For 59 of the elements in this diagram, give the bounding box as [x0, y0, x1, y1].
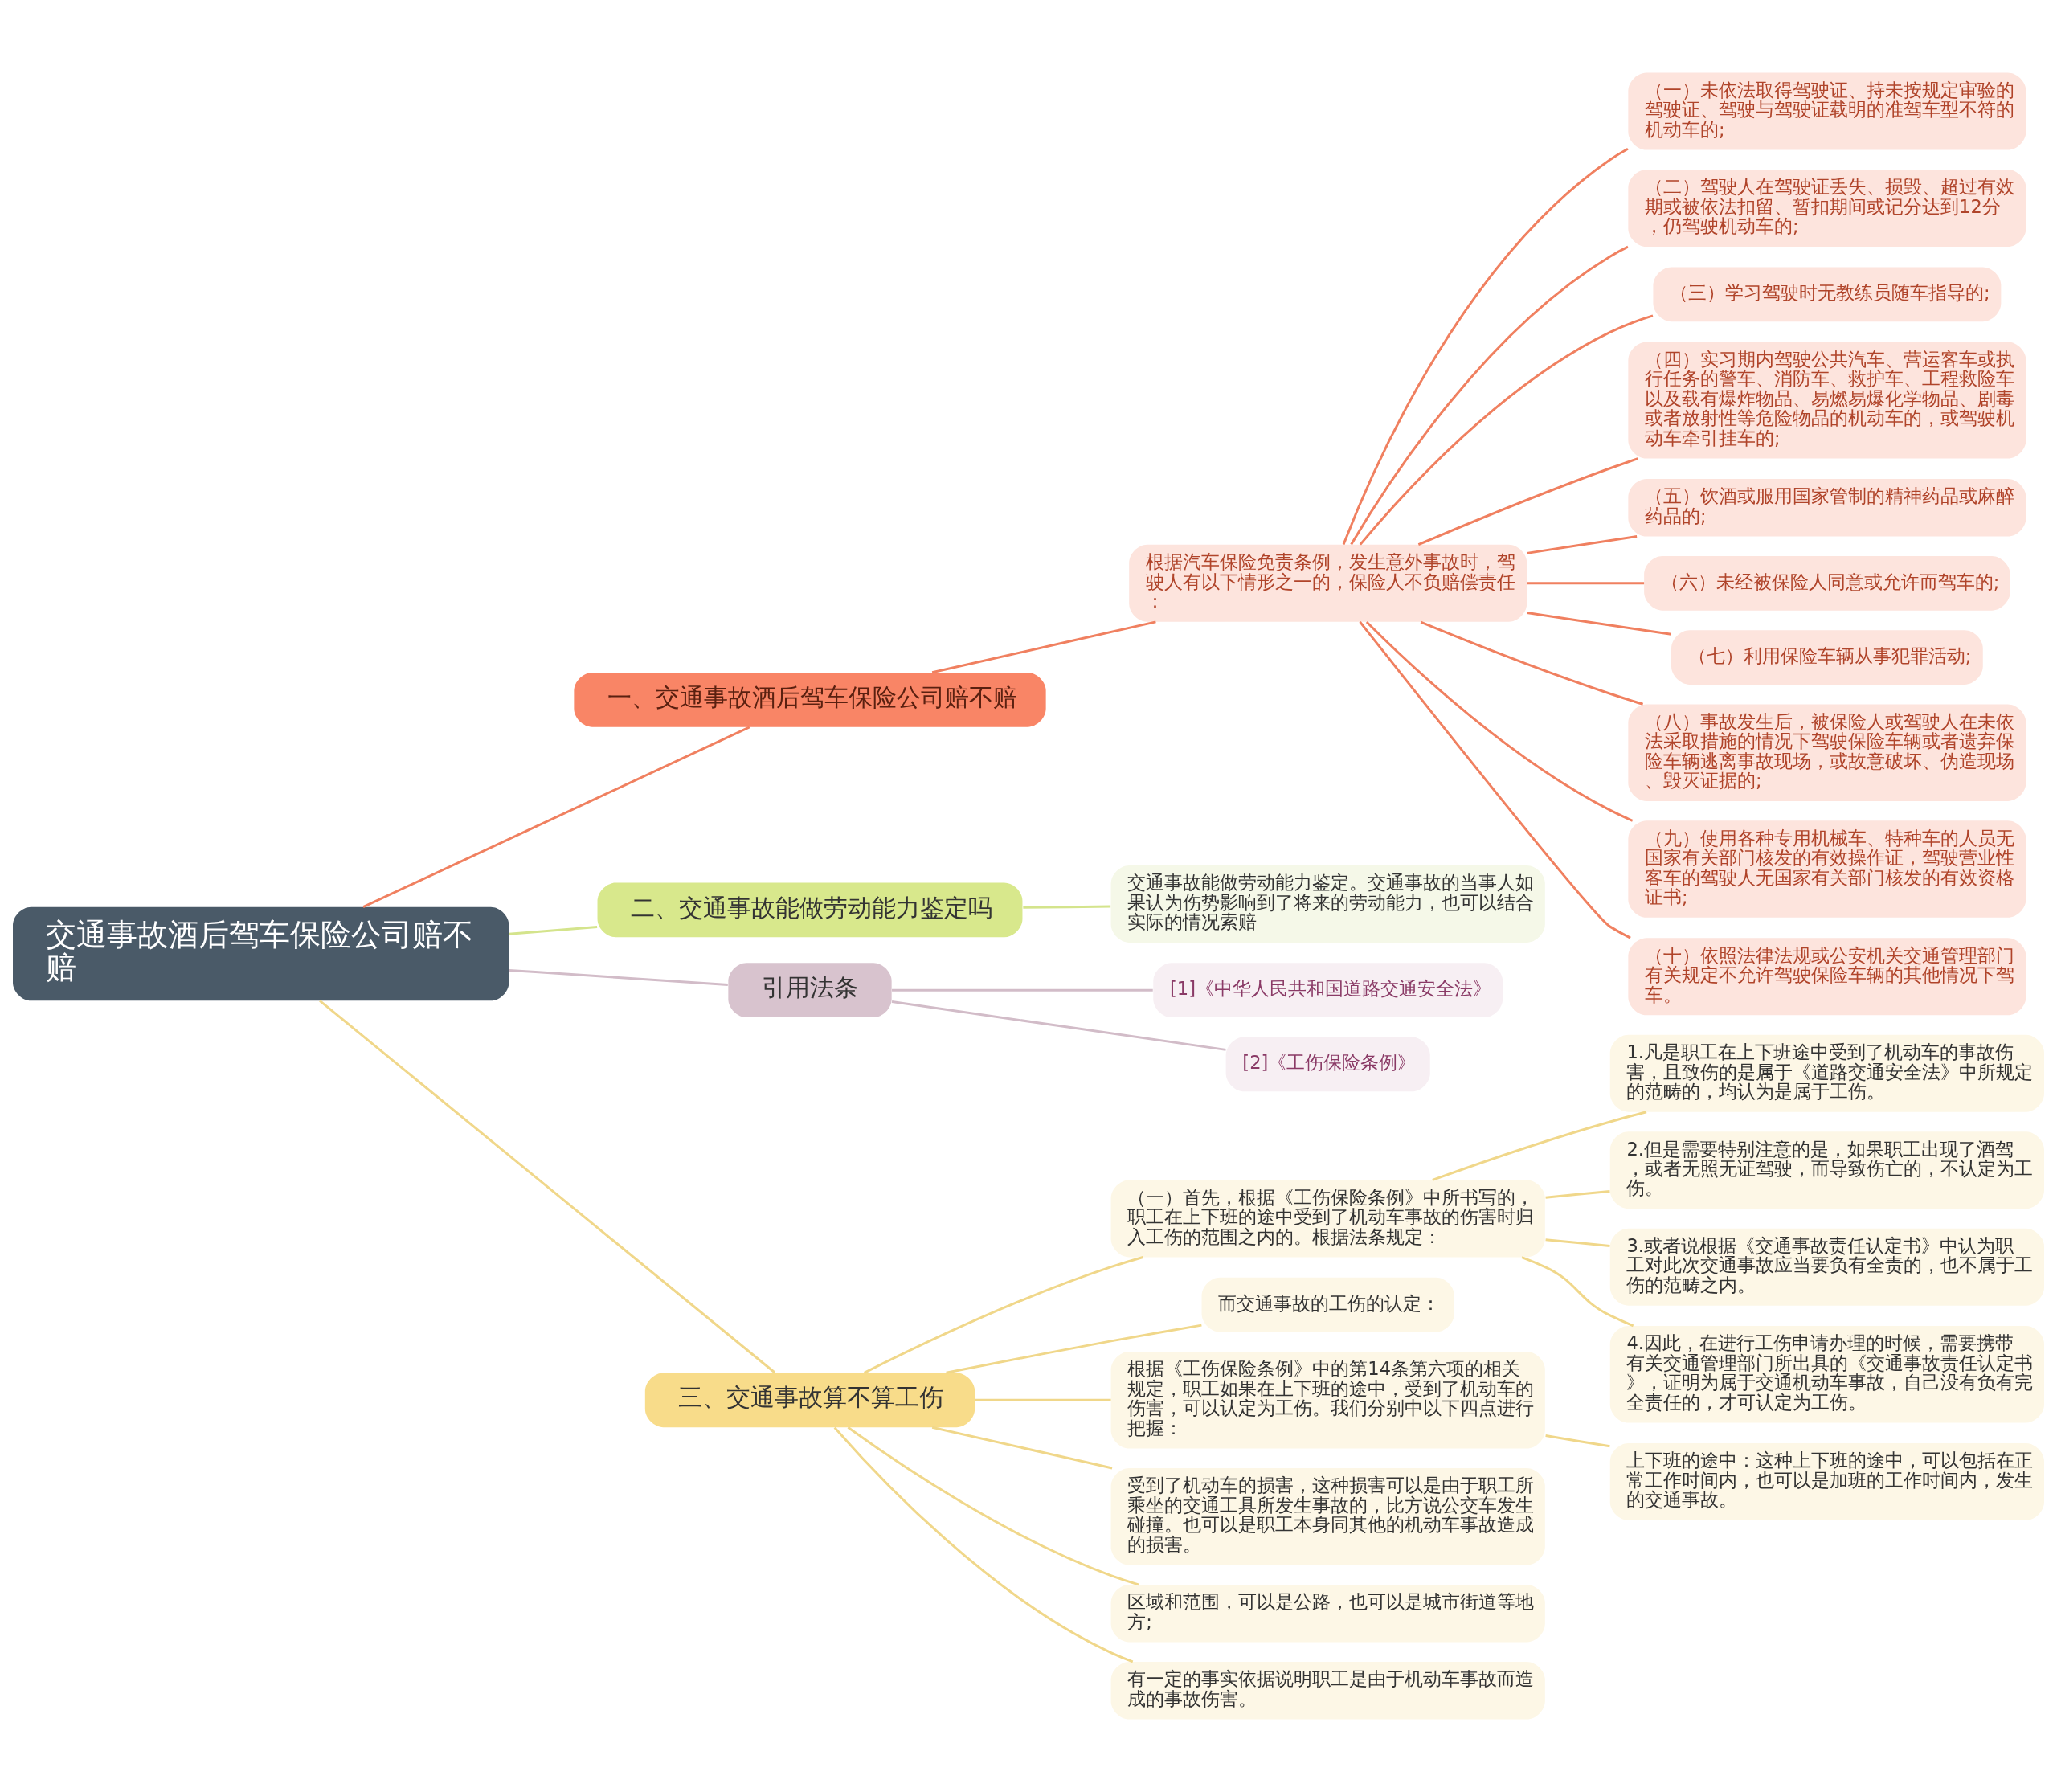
node-box: （二）驾驶人在驾驶证丢失、损毁、超过有效期或被依法扣留、暂扣期间或记分达到12分，仍驾驶机动车的;	[1628, 170, 2026, 247]
node-box: 区域和范围，可以是公路，也可以是城市街道等地方;	[1110, 1584, 1545, 1643]
connector	[1359, 621, 1631, 939]
node-box: （一）未依法取得驾驶证、持未按规定审验的驾驶证、驾驶与驾驶证载明的准驾车型不符的机动车的;	[1628, 72, 2026, 150]
node-box: 受到了机动车的损害，这种损害可以是由于职工所乘坐的交通工具所发生事故的，比方说公交车发生碰撞。也可以是职工本身同其他的机动车事故造成的损害。	[1110, 1468, 1545, 1565]
node-box: 2.但是需要特别注意的是，如果职工出现了酒驾，或者无照无证驾驶，而导致伤亡的，不认定为工伤。	[1609, 1131, 2044, 1209]
connector	[509, 926, 598, 935]
node-box: （一）首先，根据《工伤保险条例》中所书写的，职工在上下班的途中受到了机动车事故的伤害时归入工伤的范围之内的。根据法条规定：	[1110, 1180, 1545, 1258]
connector	[1342, 147, 1629, 546]
node-box: 交通事故能做劳动能力鉴定。交通事故的当事人如果认为伤势影响到了将来的劳动能力，也可以结合实际的情况索赔	[1110, 865, 1545, 943]
node-box: 二、交通事故能做劳动能力鉴定吗	[597, 882, 1023, 938]
node-box: [1]《中华人民共和国道路交通安全法》	[1153, 963, 1503, 1018]
connector	[931, 620, 1156, 674]
connector	[892, 988, 1153, 992]
connector	[1521, 1256, 1634, 1328]
connector	[1545, 1434, 1610, 1448]
connector	[931, 1426, 1113, 1470]
node-box: （四）实习期内驾驶公共汽车、营运客车或执行任务的警车、消防车、救护车、工程救险车以及载有爆炸物品、易燃易爆化学物品、剧毒或者放射性等危险物品的机动车的，或驾驶机动车牵引挂车的;	[1628, 342, 2026, 459]
connector	[362, 726, 750, 908]
node-box: 根据汽车保险免责条例，发生意外事故时，驾驶人有以下情形之一的，保险人不负赔偿责任：	[1129, 544, 1527, 622]
node-box: 交通事故酒后驾车保险公司赔不赔	[13, 906, 509, 1001]
node-box: 根据《工伤保险条例》中的第14条第六项的相关规定，职工如果在上下班的途中，受到了机动车的伤害，可以认定为工伤。我们分别中以下四点进行把握：	[1110, 1352, 1545, 1449]
connector	[891, 1000, 1226, 1051]
node-box: （八）事故发生后，被保险人或驾驶人在未依法采取措施的情况下驾驶保险车辆或者遗弃保险车辆逃离事故现场，或故意破坏、伪造现场、毁灭证据的;	[1628, 704, 2026, 801]
node-box: [2]《工伤保险条例》	[1225, 1037, 1430, 1092]
node-box: 4.因此，在进行工伤申请办理的时候，需要携带有关交通管理部门所出具的《交通事故责任认定书》，证明为属于交通机动车事故，自己没有负有完全责任的，才可认定为工伤。	[1609, 1326, 2044, 1423]
connector	[1527, 535, 1638, 554]
node-box: （三）学习驾驶时无教练员随车指导的;	[1653, 267, 2002, 322]
connector	[1545, 1189, 1610, 1199]
connector	[1023, 905, 1111, 909]
connector	[1527, 612, 1672, 636]
connector	[1420, 620, 1644, 706]
connector	[847, 1426, 1139, 1586]
connector	[1359, 314, 1654, 546]
connector	[833, 1426, 1134, 1663]
node-box: 引用法条	[728, 963, 892, 1018]
connector	[1527, 582, 1645, 585]
node-box: 而交通事故的工伤的认定：	[1201, 1277, 1454, 1332]
node-box: （七）利用保险车辆从事犯罪活动;	[1671, 630, 1983, 685]
node-box: （九）使用各种专用机械车、特种车的人员无国家有关部门核发的有效操作证，驾驶营业性客车的驾驶人无国家有关部门核发的有效资格证书;	[1628, 820, 2026, 918]
node-box: 3.或者说根据《交通事故责任认定书》中认为职工对此次交通事故应当要负有全责的，也不属于工伤的范畴之内。	[1609, 1228, 2044, 1306]
node-box: （六）未经被保险人同意或允许而驾车的;	[1644, 555, 2010, 611]
connector	[319, 1000, 776, 1374]
connector	[1432, 1111, 1647, 1181]
node-box: 1.凡是职工在上下班途中受到了机动车的事故伤害，且致伤的是属于《道路交通安全法》中所规定的范畴的，均认为是属于工伤。	[1609, 1034, 2044, 1112]
connector	[1350, 245, 1629, 546]
connector	[1545, 1238, 1610, 1247]
node-box: （十）依照法律法规或公安机关交通管理部门有关规定不允许驾驶保险车辆的其他情况下驾车。	[1628, 938, 2026, 1016]
node-box: （五）饮酒或服用国家管制的精神药品或麻醉药品的;	[1628, 478, 2026, 537]
connector	[975, 1398, 1111, 1401]
connector	[509, 968, 728, 986]
node-box: 上下班的途中：这种上下班的途中，可以包括在正常工作时间内，也可以是加班的工作时间内，发生的交通事故。	[1609, 1442, 2044, 1520]
connector	[1365, 620, 1634, 822]
connector	[946, 1324, 1202, 1374]
node-box: 一、交通事故酒后驾车保险公司赔不赔	[574, 672, 1046, 727]
node-box: 三、交通事故算不算工伤	[644, 1373, 975, 1428]
connector	[863, 1256, 1143, 1374]
node-box: 有一定的事实依据说明职工是由于机动车事故而造成的事故伤害。	[1110, 1661, 1545, 1720]
connector	[1417, 457, 1638, 546]
